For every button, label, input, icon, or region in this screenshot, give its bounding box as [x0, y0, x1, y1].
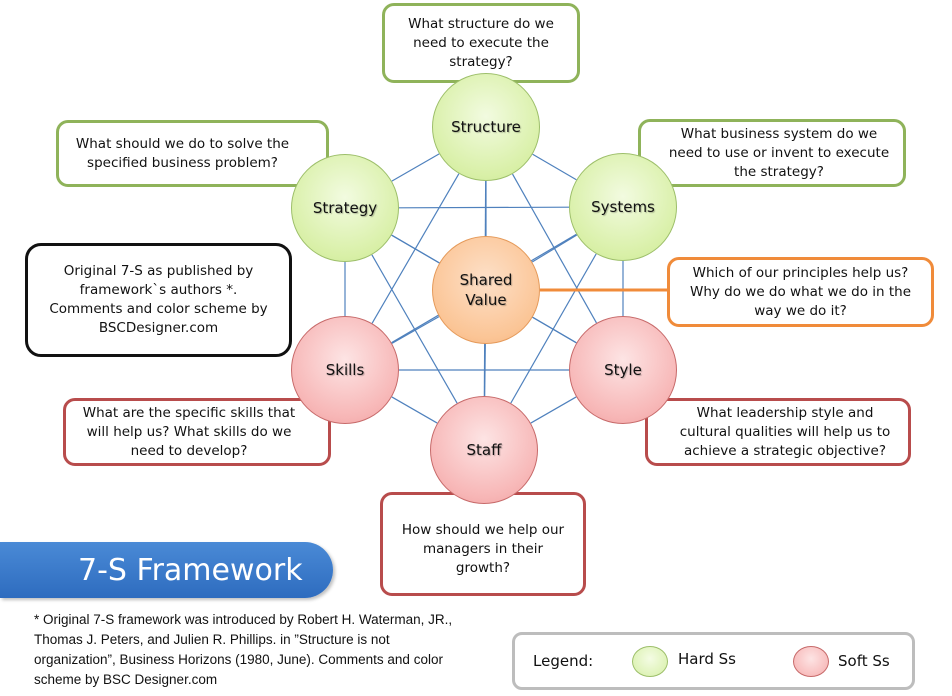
node-staff: Staff	[430, 396, 538, 504]
skills-question-box: What are the specific skills that will h…	[63, 398, 331, 466]
edge-strategy-systems	[398, 206, 570, 209]
node-strategy: Strategy	[291, 154, 399, 262]
structure-question: What structure do we need to execute the…	[408, 15, 554, 70]
skills-question: What are the specific skills that will h…	[82, 404, 296, 459]
strategy-question-box: What should we do to solve the specified…	[56, 120, 329, 187]
node-style: Style	[569, 316, 677, 424]
strategy-question: What should we do to solve the specified…	[75, 135, 290, 171]
edge-shared_value-skills	[391, 316, 440, 344]
systems-question: What business system do we need to use o…	[668, 125, 890, 180]
node-staff-label: Staff	[466, 441, 502, 459]
edge-systems-shared_value	[531, 234, 578, 263]
attribution-note: Original 7-S as published by framework`s…	[49, 263, 268, 336]
legend-soft-label: Soft Ss	[838, 652, 890, 670]
node-shared-value-label: Shared Value	[459, 271, 513, 309]
staff-question-box: How should we help our managers in their…	[380, 492, 586, 596]
node-systems-label: Systems	[591, 198, 655, 216]
citation-footnote: * Original 7-S framework was introduced …	[34, 612, 453, 687]
legend-title: Legend:	[533, 652, 594, 670]
style-question: What leadership style and cultural quali…	[679, 404, 891, 459]
node-shared-value: Shared Value	[432, 236, 540, 344]
legend-soft-swatch-icon	[793, 646, 829, 677]
edge-shared_value-style	[532, 316, 577, 344]
legend-hard-swatch-icon	[632, 646, 668, 677]
legend-hard-label: Hard Ss	[678, 650, 737, 668]
node-structure-label: Structure	[451, 118, 521, 136]
edge-skills-staff	[391, 396, 438, 424]
node-structure: Structure	[432, 73, 540, 181]
edge-structure-systems	[532, 153, 577, 181]
node-systems: Systems	[569, 153, 677, 261]
edge-structure-strategy	[391, 153, 440, 182]
systems-question-box: What business system do we need to use o…	[638, 119, 906, 187]
node-skills: Skills	[291, 316, 399, 424]
node-style-label: Style	[604, 361, 642, 379]
structure-question-box: What structure do we need to execute the…	[382, 3, 580, 83]
shared-value-question: Which of our principles help us? Why do …	[689, 264, 912, 319]
edge-systems-staff	[510, 253, 597, 404]
style-question-box: What leadership style and cultural quali…	[645, 398, 911, 466]
framework-title-banner: 7-S Framework	[0, 542, 333, 598]
node-strategy-label: Strategy	[312, 199, 378, 217]
attribution-note-box: Original 7-S as published by framework`s…	[25, 243, 292, 357]
framework-title: 7-S Framework	[78, 552, 303, 588]
edge-style-staff	[530, 396, 577, 424]
legend: Legend: Hard Ss Soft Ss	[512, 632, 915, 690]
staff-question: How should we help our managers in their…	[401, 521, 565, 576]
node-skills-label: Skills	[325, 361, 365, 379]
shared-value-question-box: Which of our principles help us? Why do …	[667, 257, 934, 327]
